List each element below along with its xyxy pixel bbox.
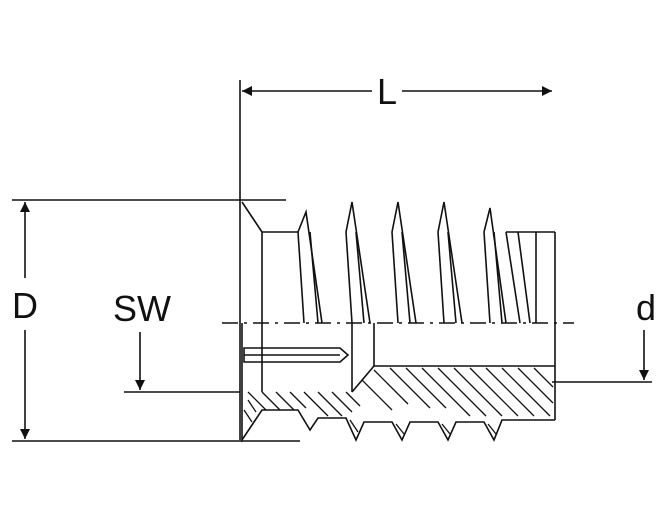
drive-slot <box>243 347 350 363</box>
section-hatching <box>243 367 554 435</box>
drive-size-dimension <box>124 332 240 393</box>
outer-diameter-dimension <box>12 199 300 442</box>
insert-external-view <box>241 201 556 324</box>
length-dimension <box>239 80 552 440</box>
section-outline <box>241 392 555 443</box>
insert-section-view <box>241 323 556 443</box>
outer-diameter-label: D <box>12 285 38 326</box>
inner-thread-label: d <box>636 287 656 328</box>
length-label: L <box>377 71 397 112</box>
drive-size-label: SW <box>113 288 171 329</box>
inner-thread-dimension <box>552 330 652 383</box>
external-thread-teeth <box>297 201 531 324</box>
